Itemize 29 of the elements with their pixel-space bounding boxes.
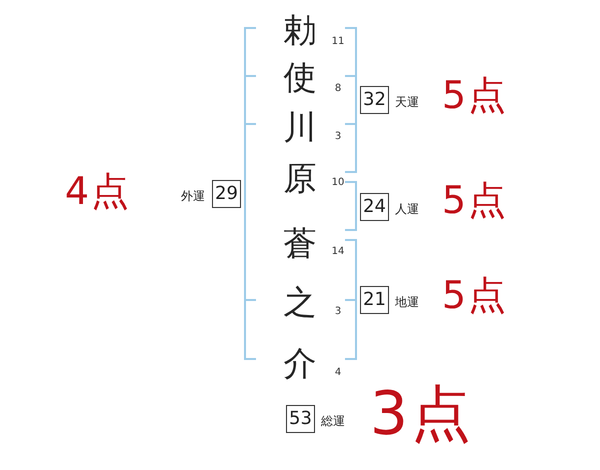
fortune-label: 外運 — [181, 190, 205, 202]
score-label: 5点 — [442, 276, 508, 314]
name-character: 勅 — [284, 14, 316, 46]
stroke-count: 10 — [332, 178, 344, 188]
score-label: 5点 — [442, 181, 508, 219]
stroke-count: 14 — [332, 247, 344, 257]
number-box: 53 — [286, 405, 315, 433]
fortune-label: 天運 — [395, 96, 419, 108]
name-character: 原 — [284, 162, 316, 194]
name-character: 之 — [284, 286, 316, 318]
number-box: 21 — [360, 286, 389, 314]
stroke-count: 4 — [334, 368, 342, 378]
stroke-count: 8 — [334, 84, 342, 94]
stroke-count: 3 — [334, 132, 342, 142]
score-label: 4点 — [64, 172, 132, 210]
score-label: 3点 — [370, 384, 474, 444]
stroke-count: 11 — [332, 37, 344, 47]
number-box: 29 — [212, 180, 241, 208]
fortune-label: 地運 — [395, 296, 419, 308]
stroke-count: 3 — [334, 307, 342, 317]
fortune-label: 総運 — [321, 415, 345, 427]
fortune-label: 人運 — [395, 203, 419, 215]
name-character: 蒼 — [284, 226, 316, 260]
name-character: 川 — [284, 110, 316, 144]
name-character: 介 — [284, 346, 316, 380]
name-character: 使 — [284, 60, 316, 94]
number-box: 32 — [360, 86, 389, 114]
score-label: 5点 — [442, 76, 508, 114]
number-box: 24 — [360, 193, 389, 221]
